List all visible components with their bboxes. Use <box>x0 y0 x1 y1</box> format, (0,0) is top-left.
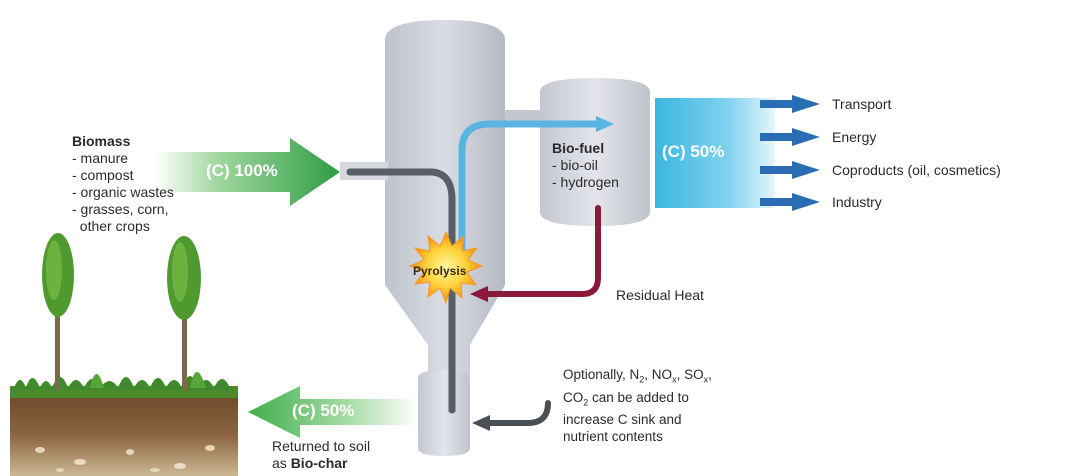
biochar-tank <box>418 370 470 456</box>
biochar-caption-line2: as Bio-char <box>272 455 370 472</box>
additive-inlet-arrow <box>472 400 551 431</box>
biomass-item: - compost <box>72 167 134 183</box>
biofuel-title: Bio-fuel <box>552 140 605 156</box>
note-line2: CO2 can be added to <box>563 389 689 408</box>
biochar-caption-prefix: as <box>272 455 291 471</box>
inflow-percent-label: (C) 100% <box>206 161 278 180</box>
biomass-item: - manure <box>72 150 129 166</box>
residual-heat-pipe <box>470 205 601 302</box>
biochar-outflow-arrow <box>248 386 418 438</box>
tree-left <box>42 233 74 390</box>
biofuel-item: - bio-oil <box>552 157 598 173</box>
note-line1: Optionally, N2, NOx, SOx, <box>563 367 712 385</box>
output-label-energy: Energy <box>832 129 877 145</box>
reactor-tower <box>385 20 505 395</box>
output-arrow-coproducts <box>760 161 820 179</box>
note-line3: increase C sink and <box>563 412 682 428</box>
biofuel-outflow-band <box>655 98 775 208</box>
output-label-industry: Industry <box>832 194 882 210</box>
biofuel-vapour-pipe <box>458 116 614 259</box>
soil-block <box>10 386 238 476</box>
biomass-label: Biomass - manure - compost - organic was… <box>72 133 174 235</box>
biochar-caption-bold: Bio-char <box>290 455 348 471</box>
biomass-inflow-arrow <box>155 138 340 206</box>
biochar-percent-label: (C) 50% <box>292 401 355 420</box>
grass <box>12 372 236 390</box>
output-label-coproducts: Coproducts (oil, cosmetics) <box>832 162 1001 178</box>
output-arrow-transport <box>760 95 820 113</box>
biomass-feed-pipe <box>346 168 456 414</box>
additive-note: Optionally, N2, NOx, SOx, CO2 can be add… <box>563 366 712 445</box>
output-arrow-energy <box>760 128 820 146</box>
biomass-item: - grasses, corn, <box>72 201 169 217</box>
biomass-title: Biomass <box>72 133 131 149</box>
biomass-item: other crops <box>72 218 150 234</box>
biofuel-tank <box>540 78 650 226</box>
residual-heat-label: Residual Heat <box>616 287 704 303</box>
output-arrow-industry <box>760 193 820 211</box>
note-line4: nutrient contents <box>563 429 663 445</box>
biochar-caption-line1: Returned to soil <box>272 438 371 454</box>
pyrolysis-burst <box>408 230 484 305</box>
tree-right <box>167 236 201 390</box>
output-label-transport: Transport <box>832 96 892 112</box>
biofuel-item: - hydrogen <box>552 174 619 190</box>
biofuel-label: Bio-fuel - bio-oil - hydrogen <box>552 140 619 191</box>
biochar-caption: Returned to soil as Bio-char <box>272 438 370 472</box>
outflow-percent-label: (C) 50% <box>662 142 725 161</box>
pyrolysis-label: Pyrolysis <box>413 264 467 278</box>
biomass-item: - organic wastes <box>72 184 174 200</box>
